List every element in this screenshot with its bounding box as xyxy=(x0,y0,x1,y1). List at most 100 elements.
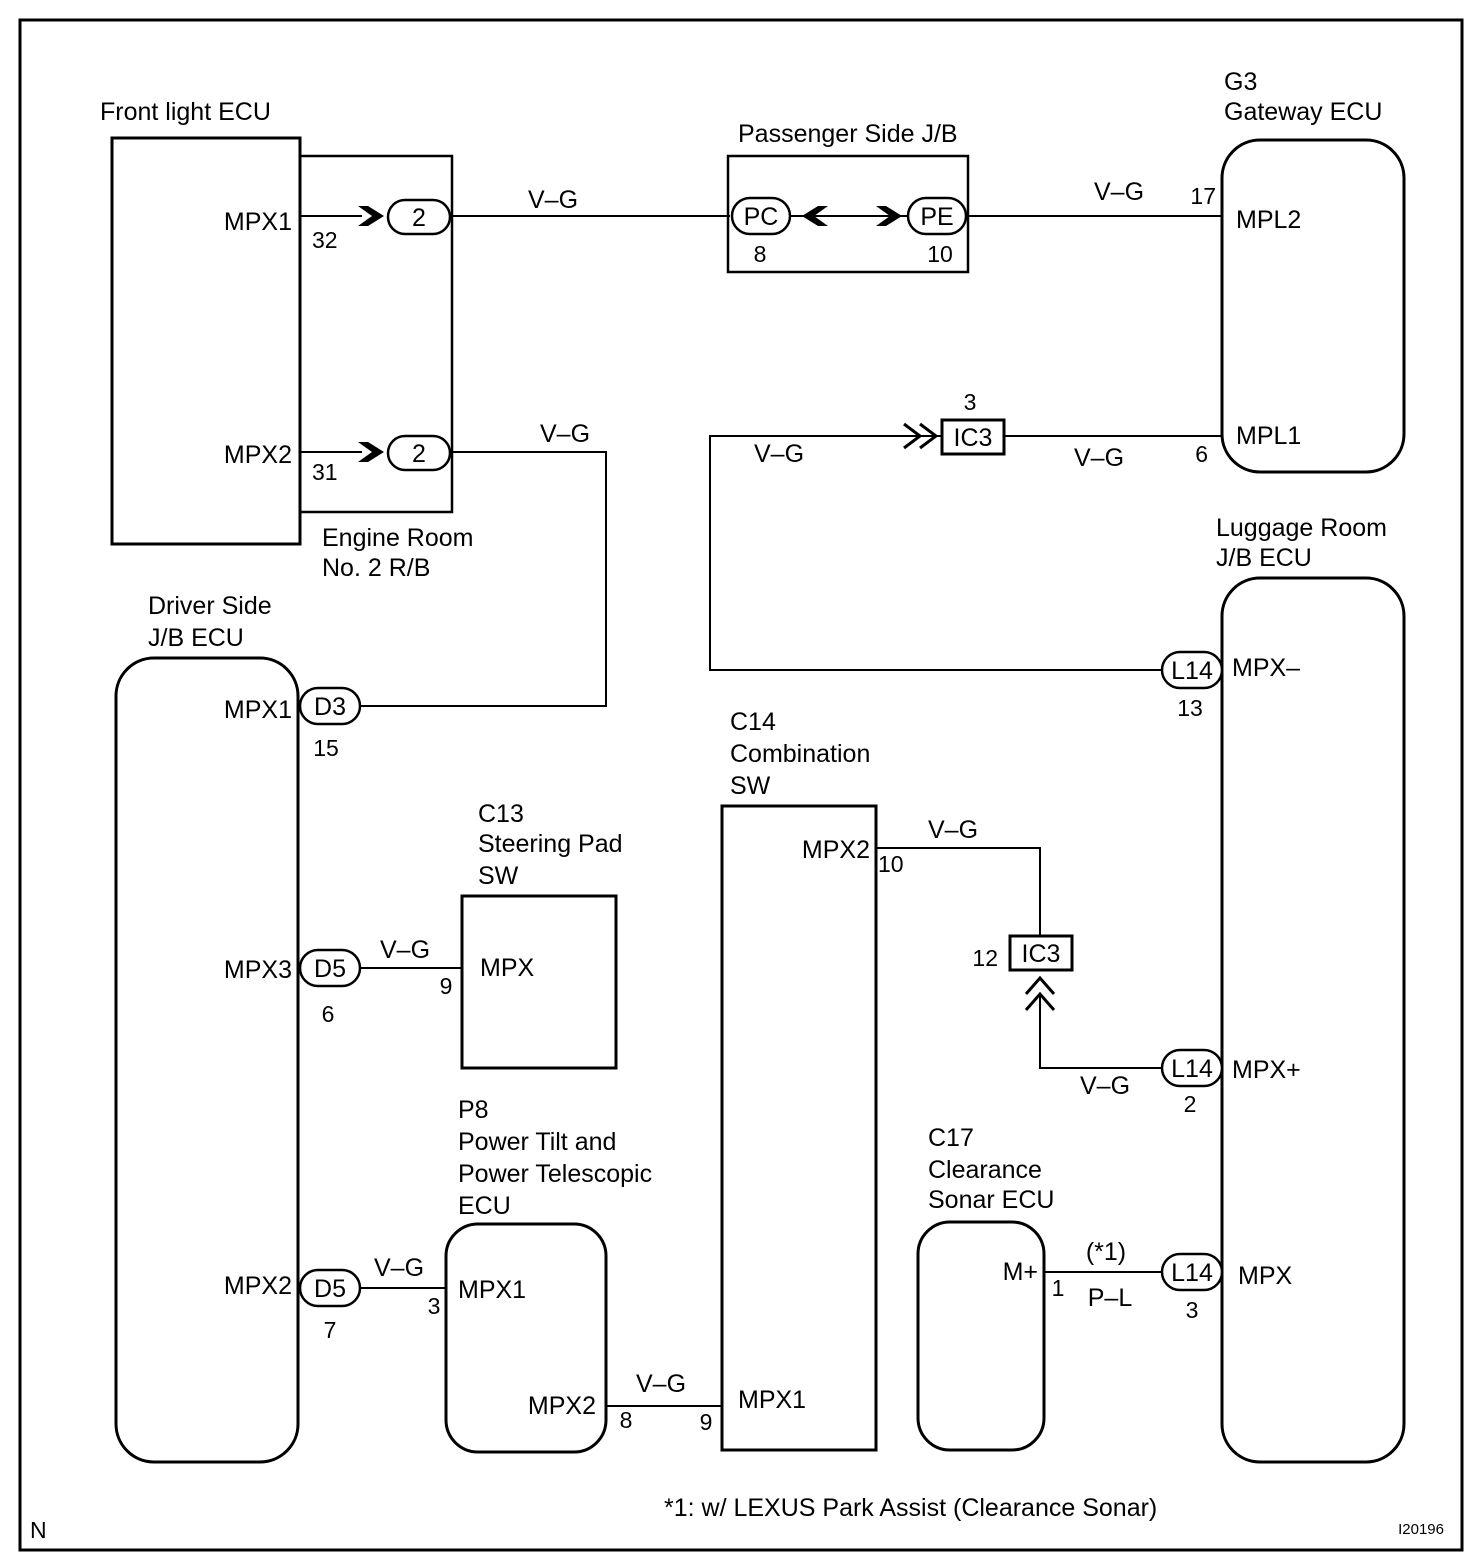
luggage-jb-num-minus: 13 xyxy=(1177,695,1203,721)
wire-label: V–G xyxy=(374,1254,424,1282)
steering-pad-code: C13 xyxy=(478,800,524,828)
chevron-icon xyxy=(358,206,384,226)
luggage-jb-title-2: J/B ECU xyxy=(1216,544,1312,572)
driver-jb-conn-d5b-label: D5 xyxy=(314,1275,346,1303)
combination-sw-num-mpx1: 9 xyxy=(700,1409,713,1435)
front-light-ecu-title: Front light ECU xyxy=(100,98,271,126)
combination-sw-pin-mpx1: MPX1 xyxy=(738,1386,806,1414)
power-tilt-title-2: Power Telescopic xyxy=(458,1160,652,1188)
wire-label: V–G xyxy=(380,936,430,964)
luggage-jb-conn-mpx-label: L14 xyxy=(1171,1259,1213,1287)
wire-note: (*1) xyxy=(1086,1238,1126,1266)
driver-jb-num-d3: 15 xyxy=(313,735,339,761)
wire-label: V–G xyxy=(1094,178,1144,206)
wire-label: V–G xyxy=(1080,1072,1130,1100)
combination-sw-box xyxy=(720,804,878,1452)
clearance-sonar-code: C17 xyxy=(928,1124,974,1152)
driver-jb-title-1: Driver Side xyxy=(148,592,272,620)
steering-pad-title-2: SW xyxy=(478,862,519,890)
gateway-ecu-pin-mpl1: MPL1 xyxy=(1236,422,1301,450)
gateway-ecu-num-mpl2: 17 xyxy=(1190,183,1216,209)
diagram-frame xyxy=(18,18,1464,1552)
steering-pad-num: 9 xyxy=(440,973,453,999)
combination-sw-title-1: Combination xyxy=(730,740,870,768)
driver-jb-pin-mpx3: MPX3 xyxy=(224,956,292,984)
luggage-jb-conn-minus-label: L14 xyxy=(1171,657,1213,685)
power-tilt-title-3: ECU xyxy=(458,1192,511,1220)
engine-room-rb-title-2: No. 2 R/B xyxy=(322,554,430,582)
corner-left-label: N xyxy=(30,1517,47,1543)
passenger-jb-num-pe: 10 xyxy=(927,241,953,267)
power-tilt-box xyxy=(444,1222,608,1454)
power-tilt-num-mpx1: 3 xyxy=(428,1293,441,1319)
driver-jb-pin-mpx2: MPX2 xyxy=(224,1272,292,1300)
front-light-ecu-num-mpx2: 31 xyxy=(312,459,338,485)
driver-jb-conn-d5a-label: D5 xyxy=(314,955,346,983)
driver-jb-title-2: J/B ECU xyxy=(148,624,244,652)
steering-pad-box xyxy=(460,894,618,1070)
passenger-jb-num-pc: 8 xyxy=(754,241,767,267)
wire-label: V–G xyxy=(754,440,804,468)
combination-sw-title-2: SW xyxy=(730,772,771,800)
wire-label: V–G xyxy=(540,420,590,448)
clearance-sonar-box xyxy=(916,1220,1046,1452)
combination-sw-num-mpx2: 10 xyxy=(878,851,904,877)
gateway-ecu-pin-mpl2: MPL2 xyxy=(1236,206,1301,234)
luggage-jb-box xyxy=(1220,576,1406,1464)
ic3-upper-label: IC3 xyxy=(954,424,993,452)
luggage-jb-num-plus: 2 xyxy=(1184,1091,1197,1117)
passenger-jb-box xyxy=(726,154,970,274)
engine-room-rb-title-1: Engine Room xyxy=(322,524,473,552)
wire-label: P–L xyxy=(1088,1284,1133,1312)
driver-jb-num-d5b: 7 xyxy=(324,1317,337,1343)
wire-front-mpx2-to-driver-d3 xyxy=(360,451,607,707)
ic3-lower-num: 12 xyxy=(972,945,998,971)
luggage-jb-pin-mpx-plus: MPX+ xyxy=(1232,1056,1301,1084)
driver-jb-pin-mpx1: MPX1 xyxy=(224,696,292,724)
chevron-icon xyxy=(802,206,828,226)
combination-sw-pin-mpx2: MPX2 xyxy=(802,836,870,864)
clearance-sonar-title-1: Clearance xyxy=(928,1156,1042,1184)
passenger-jb-title: Passenger Side J/B xyxy=(738,120,958,148)
passenger-jb-pe-label: PE xyxy=(920,203,953,231)
ic3-lower-box xyxy=(1008,934,1074,972)
power-tilt-pin-mpx2: MPX2 xyxy=(528,1392,596,1420)
footnote: *1: w/ LEXUS Park Assist (Clearance Sona… xyxy=(664,1494,1157,1522)
power-tilt-num-mpx2: 8 xyxy=(620,1407,633,1433)
front-light-ecu-box xyxy=(110,136,302,546)
driver-jb-box xyxy=(114,656,300,1464)
engine-room-conn-b-label: 2 xyxy=(412,440,426,468)
luggage-jb-num-mpx: 3 xyxy=(1186,1297,1199,1323)
front-light-ecu-num-mpx1: 32 xyxy=(312,227,338,253)
luggage-jb-title-1: Luggage Room xyxy=(1216,514,1387,542)
wire-c14-mpx2-to-ic3 xyxy=(876,847,1041,936)
wire-ic3-to-mpx-plus xyxy=(1039,994,1162,1069)
gateway-ecu-title: Gateway ECU xyxy=(1224,98,1382,126)
wire-label: V–G xyxy=(1074,444,1124,472)
steering-pad-pin: MPX xyxy=(480,954,535,982)
wire-label: V–G xyxy=(928,816,978,844)
passenger-jb-pc-label: PC xyxy=(744,203,779,231)
driver-jb-conn-d3 xyxy=(298,686,362,726)
engine-room-rb-box xyxy=(300,154,454,514)
power-tilt-code: P8 xyxy=(458,1096,489,1124)
gateway-ecu-box xyxy=(1220,138,1406,474)
luggage-jb-pin-mpx: MPX xyxy=(1238,1262,1293,1290)
wire-label: V–G xyxy=(528,186,578,214)
clearance-sonar-title-2: Sonar ECU xyxy=(928,1186,1054,1214)
front-light-ecu-pin-mpx2: MPX2 xyxy=(224,441,292,469)
driver-jb-conn-d3-label: D3 xyxy=(314,693,346,721)
front-light-ecu-pin-mpx1: MPX1 xyxy=(224,208,292,236)
chevron-icon xyxy=(876,206,902,226)
luggage-jb-conn-plus-label: L14 xyxy=(1171,1055,1213,1083)
power-tilt-title-1: Power Tilt and xyxy=(458,1128,616,1156)
gateway-ecu-code: G3 xyxy=(1224,68,1257,96)
wire-label: V–G xyxy=(636,1370,686,1398)
combination-sw-code: C14 xyxy=(730,708,776,736)
clearance-sonar-pin: M+ xyxy=(1003,1258,1038,1286)
luggage-jb-pin-mpx-minus: MPX– xyxy=(1232,654,1300,682)
gateway-ecu-num-mpl1: 6 xyxy=(1195,441,1208,467)
driver-jb-num-d5a: 6 xyxy=(322,1001,335,1027)
steering-pad-title-1: Steering Pad xyxy=(478,830,623,858)
